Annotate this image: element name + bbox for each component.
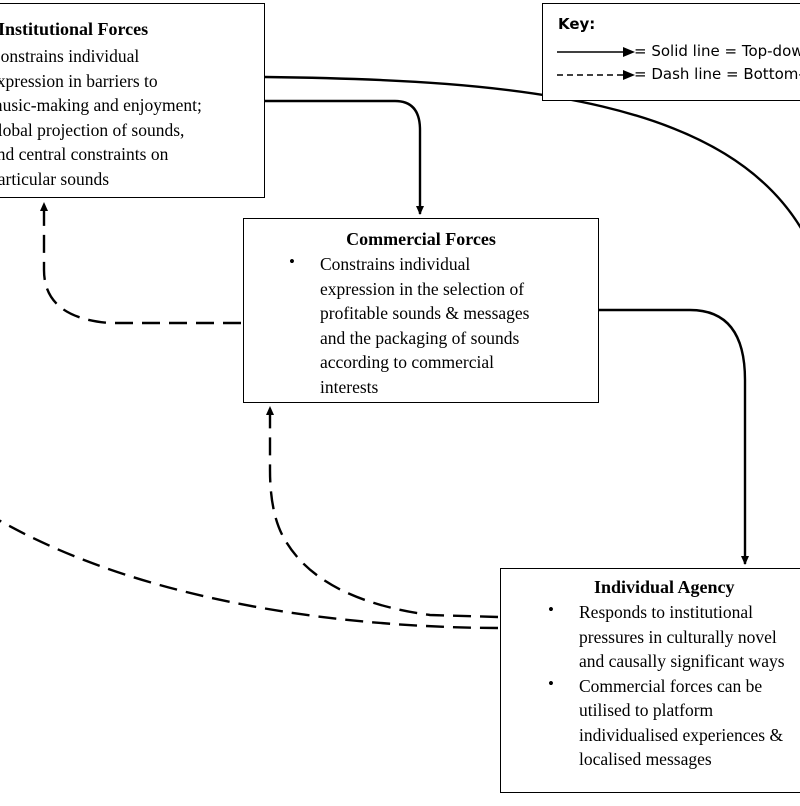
individual-bullet: Commercial forces can be utilised to pla…: [540, 674, 800, 772]
individual-line: localised messages: [579, 749, 712, 769]
individual-line: Responds to institutional: [579, 602, 754, 622]
dash-arrow-commercial-to-institutional: [40, 202, 241, 325]
dash-arrow-individual-to-commercial: [266, 406, 499, 619]
institutional-line: global projection of sounds,: [0, 119, 185, 140]
commercial-line: interests: [320, 376, 379, 397]
key-title: Key:: [558, 15, 596, 33]
institutional-forces-box: Institutional Forces Constrains individu…: [0, 3, 265, 198]
commercial-line: profitable sounds & messages: [320, 303, 530, 323]
institutional-line: music-making and enjoyment;: [0, 95, 202, 115]
key-dash-arrow-icon: [557, 70, 635, 80]
institutional-line: expression in barriers to: [0, 70, 158, 91]
key-solid-arrow-icon: [557, 47, 635, 57]
individual-line: Commercial forces can be: [579, 675, 763, 696]
dash-curve-individual-to-left: [0, 519, 499, 630]
commercial-forces-title: Commercial Forces: [346, 229, 496, 249]
institutional-line: and central constraints on: [0, 144, 169, 164]
key-solid-label: = Solid line = Top-down: [634, 42, 800, 60]
institutional-line: Constrains individual: [0, 46, 140, 66]
solid-curve-institutional-to-individual: [264, 75, 800, 230]
solid-arrow-institutional-to-commercial: [265, 99, 424, 215]
commercial-line: expression in the selection of: [320, 278, 525, 299]
individual-bullet: Responds to institutional pressures in c…: [540, 600, 800, 674]
commercial-line: according to commercial: [320, 352, 494, 372]
institutional-line: particular sounds: [0, 168, 110, 189]
individual-agency-list: Responds to institutional pressures in c…: [540, 600, 800, 772]
key-legend-box: Key: = Solid line = Top-down = Dash line…: [542, 3, 800, 101]
individual-line: individualised experiences &: [579, 724, 784, 745]
solid-arrow-commercial-to-individual: [599, 308, 749, 565]
individual-line: and causally significant ways: [579, 651, 785, 671]
individual-agency-title: Individual Agency: [594, 577, 735, 597]
individual-line: pressures in culturally novel: [579, 626, 777, 647]
key-dash-label: = Dash line = Bottom-up: [634, 65, 800, 83]
commercial-forces-list: Constrains individual expression in the …: [283, 252, 598, 399]
commercial-forces-box: Commercial Forces Constrains individual …: [243, 218, 599, 403]
institutional-forces-title: Institutional Forces: [0, 19, 149, 39]
commercial-line: and the packaging of sounds: [320, 327, 520, 348]
institutional-forces-text: Constrains individual expression in barr…: [0, 44, 202, 191]
individual-line: utilised to platform: [579, 700, 714, 720]
commercial-bullet: Constrains individual expression in the …: [283, 252, 598, 399]
commercial-line: Constrains individual: [320, 254, 471, 274]
individual-agency-box: Individual Agency Responds to institutio…: [500, 568, 800, 793]
